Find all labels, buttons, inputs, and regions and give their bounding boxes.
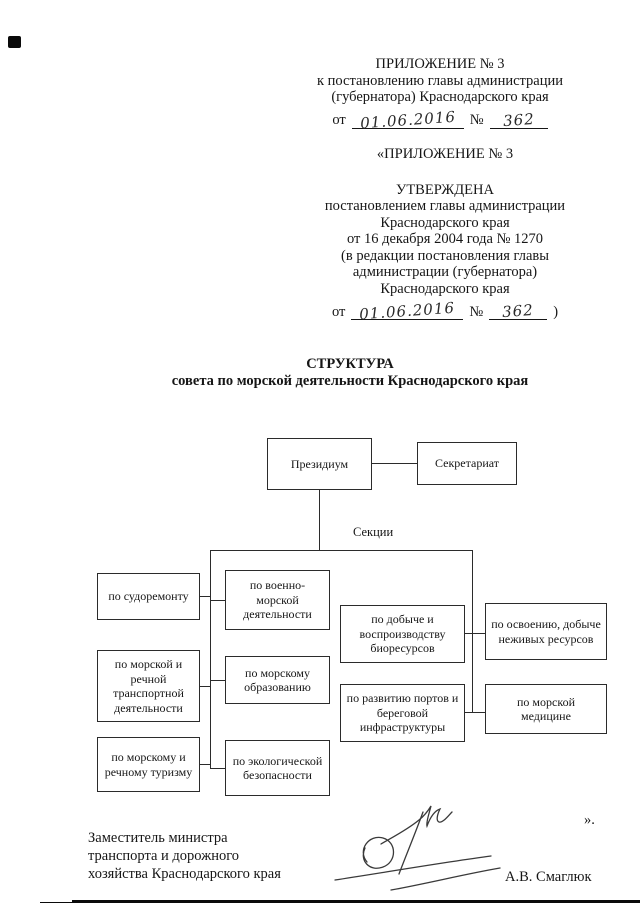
handwritten-number-1: 362 xyxy=(502,109,536,130)
title-line-1: СТРУКТУРА xyxy=(306,356,394,372)
connector-box xyxy=(200,596,211,597)
org-box-section: по освоению, добыче неживых ресурсов xyxy=(485,603,607,660)
handwritten-number-2: 362 xyxy=(501,300,535,322)
scan-artifact-bottom-edge-2 xyxy=(40,902,74,903)
org-box-secretariat: Секретариат xyxy=(417,442,517,485)
header-line: (в редакции постановления главы xyxy=(341,247,549,264)
signature-scribble xyxy=(334,805,501,891)
connector-main-horizontal xyxy=(210,550,473,551)
number-underline: 362 xyxy=(489,109,548,130)
signer-title-line: транспорта и дорожного xyxy=(88,848,240,864)
header-line: УТВЕРЖДЕНА xyxy=(396,181,494,198)
org-box-section: по развитию портов и береговой инфрастру… xyxy=(340,684,465,742)
scan-artifact-top-left xyxy=(8,36,21,48)
ot-label: от xyxy=(332,112,346,128)
signer-title: Заместитель министра транспорта и дорожн… xyxy=(88,829,318,883)
connector-box xyxy=(200,764,211,765)
closing-quote: ». xyxy=(584,812,595,828)
org-box-section: по военно-морской деятельности xyxy=(225,570,330,630)
header-line: (губернатора) Краснодарского края xyxy=(331,89,549,105)
connector-presidium-secretariat xyxy=(372,463,417,464)
date-number-line-1: от 01.06.2016 № 362 xyxy=(240,107,640,132)
org-box-section: по морскому и речному туризму xyxy=(97,737,200,792)
sections-label: Секции xyxy=(353,525,394,539)
connector-box xyxy=(210,768,226,769)
ot-label: от xyxy=(331,303,346,320)
org-box-section: по экологической безопасности xyxy=(225,740,330,796)
handwritten-date-2: 01.06.2016 xyxy=(359,298,456,324)
connector-left-spine xyxy=(210,550,211,768)
header-line: постановлением главы администрации xyxy=(324,198,566,214)
appendix-header-block-2: «ПРИЛОЖЕНИЕ № 3 УТВЕРЖДЕНА постановление… xyxy=(250,146,640,324)
connector-box xyxy=(465,633,485,634)
header-line: ПРИЛОЖЕНИЕ № 3 xyxy=(375,56,505,72)
header-line: Краснодарского края xyxy=(380,214,510,231)
connector-right-spine xyxy=(472,550,473,712)
org-box-section: по морской медицине xyxy=(485,684,607,734)
header-line: от 16 декабря 2004 года № 1270 xyxy=(346,231,544,247)
header-line: к постановлению главы администрации xyxy=(316,72,564,89)
header-line: Краснодарского края xyxy=(380,280,510,297)
connector-box xyxy=(200,686,211,687)
date-number-line-2: от 01.06.2016 № 362 ) xyxy=(250,298,640,324)
close-paren: ) xyxy=(553,303,559,320)
no-label: № xyxy=(469,303,484,320)
header-line: администрации (губернатора) xyxy=(352,264,538,280)
title-line-2: совета по морской деятельности Краснодар… xyxy=(171,373,529,389)
org-box-section: по добыче и воспроизводству биоресурсов xyxy=(340,605,465,663)
no-label: № xyxy=(469,112,484,128)
org-box-section: по морской и речной транспортной деятель… xyxy=(97,650,200,722)
signer-title-line: Заместитель министра xyxy=(88,830,228,846)
appendix-header-block-1: ПРИЛОЖЕНИЕ № 3 к постановлению главы адм… xyxy=(240,56,640,132)
connector-presidium-down xyxy=(319,490,320,551)
org-box-presidium: Президиум xyxy=(267,438,372,490)
connector-box xyxy=(210,600,226,601)
scan-artifact-bottom-edge xyxy=(72,900,640,903)
date-underline: 01.06.2016 xyxy=(351,298,464,324)
date-underline: 01.06.2016 xyxy=(351,107,464,132)
document-title: СТРУКТУРА совета по морской деятельности… xyxy=(60,356,640,390)
connector-box xyxy=(210,680,226,681)
signer-title-line: хозяйства Краснодарского края xyxy=(88,866,281,882)
connector-box xyxy=(465,712,485,713)
signer-name: А.В. Смаглюк xyxy=(505,869,592,885)
number-underline: 362 xyxy=(489,300,548,322)
org-box-section: по морскому образованию xyxy=(225,656,330,704)
org-box-section: по судоремонту xyxy=(97,573,200,620)
handwritten-date-1: 01.06.2016 xyxy=(359,107,457,132)
header-line: «ПРИЛОЖЕНИЕ № 3 xyxy=(376,146,514,162)
